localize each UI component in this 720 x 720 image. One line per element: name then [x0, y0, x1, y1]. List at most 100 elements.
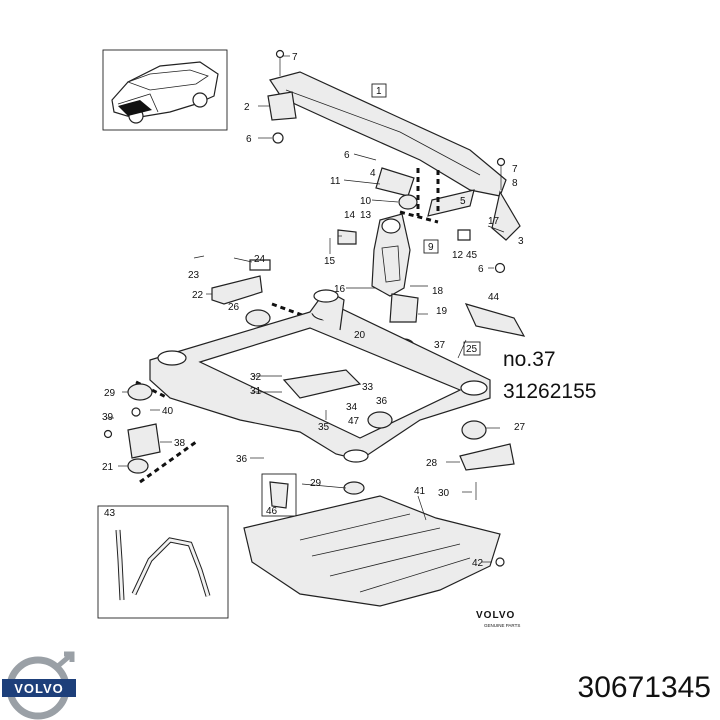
hose-43: [115, 529, 211, 601]
callout-29-left: 29: [104, 388, 116, 399]
callout-29-right: 29: [310, 478, 322, 489]
subframe-tower-top: [313, 289, 339, 303]
logo-arrow: [56, 651, 75, 668]
callout-17: 17: [488, 216, 500, 227]
callout-33: 33: [362, 382, 374, 393]
callout-13: 13: [360, 210, 372, 221]
clip-45: [457, 229, 471, 241]
callout-35: 35: [318, 422, 330, 433]
steering-link-31: [282, 369, 362, 399]
torque-rod-assembly: [337, 167, 475, 354]
logo-text: VOLVO: [14, 681, 64, 696]
callout-3: 3: [518, 236, 524, 247]
callout-45: 45: [466, 250, 478, 261]
car-hood-line: [117, 93, 159, 113]
hose-inset-frame: [97, 505, 229, 619]
car-rear-wheel: [192, 92, 208, 108]
callout-40: 40: [162, 406, 174, 417]
dash-upper-cross: [399, 210, 439, 224]
callout-25: 25: [466, 344, 478, 355]
callout-41: 41: [414, 486, 426, 497]
callout-32: 32: [250, 372, 262, 383]
callout-28: 28: [426, 458, 438, 469]
car-highlight-area: [118, 100, 152, 116]
underbody-shield-41: [243, 495, 501, 607]
callout-5: 5: [460, 196, 466, 207]
callout-6-mid: 6: [344, 150, 350, 161]
callout-36-left: 36: [236, 454, 248, 465]
bolt-head-7-right: [496, 157, 506, 167]
bracket-13: [337, 229, 357, 245]
callout-12: 12: [452, 250, 464, 261]
callout-23: 23: [188, 270, 200, 281]
bracket-28: [459, 443, 515, 471]
part-number: 30671345: [578, 671, 711, 704]
bushing-26: [245, 309, 271, 327]
nut-6-left: [272, 132, 284, 144]
link-5: [427, 189, 475, 217]
callout-7-right: 7: [512, 164, 518, 175]
leader-lines: [106, 55, 505, 563]
dash-lower-left: [135, 380, 169, 400]
callout-2: 2: [244, 102, 250, 113]
callout-1-box: [371, 83, 387, 98]
callout-22: 22: [192, 290, 204, 301]
callout-19: 19: [436, 306, 448, 317]
car-thumbnail-frame: [102, 49, 228, 131]
callout-26: 26: [228, 302, 240, 313]
bracket-46-group: [261, 473, 297, 517]
subframe-hole-left: [157, 350, 187, 366]
callout-9: 9: [428, 242, 434, 253]
bushing-10: [398, 194, 418, 210]
callout-9-box: [423, 239, 439, 254]
volvo-logo: VOLVO: [2, 651, 76, 720]
mount-21: [127, 458, 149, 474]
dash-left-mount: [271, 302, 311, 320]
note-line-2: 31262155: [503, 380, 596, 403]
callout-20: 20: [354, 330, 366, 341]
splash-shield: [243, 495, 505, 607]
arrow-to-44: [457, 339, 467, 359]
left-mounts: [103, 259, 271, 474]
bracket-19: [389, 293, 419, 323]
callout-25-box: [463, 341, 481, 356]
bracket-22: [211, 275, 263, 305]
bracket-46-frame: [261, 473, 297, 517]
callout-6-right: 6: [478, 264, 484, 275]
callout-30: 30: [438, 488, 450, 499]
bolt-39: [103, 429, 113, 439]
callout-46: 46: [266, 506, 278, 517]
hose-43-inner: [116, 529, 210, 601]
callout-38: 38: [174, 438, 186, 449]
screw-42: [495, 557, 505, 567]
bushing-27: [461, 420, 487, 440]
callout-6-left: 6: [246, 134, 252, 145]
brand-mark-name: VOLVO: [476, 610, 515, 621]
callout-44: 44: [488, 292, 500, 303]
callout-37: 37: [434, 340, 446, 351]
callout-7-left: 7: [292, 52, 298, 63]
torque-rod-rib: [381, 245, 401, 283]
callout-47: 47: [348, 416, 360, 427]
crossmember-edge: [285, 89, 481, 176]
callout-8: 8: [512, 178, 518, 189]
callout-11: 11: [330, 176, 341, 187]
mount-bracket-2: [267, 91, 297, 121]
callout-43: 43: [104, 508, 116, 519]
dash-bottom-left: [139, 440, 197, 484]
callout-24: 24: [254, 254, 266, 265]
shield-ribs: [299, 513, 471, 593]
link-4: [375, 167, 415, 197]
washer-40: [131, 407, 141, 417]
torque-rod-eye: [381, 218, 401, 234]
car-overview-thumbnail: [102, 49, 228, 131]
note-line-1: no.37: [503, 348, 556, 371]
hose-inset: [97, 505, 229, 619]
callout-27: 27: [514, 422, 526, 433]
front-subframe: [149, 289, 491, 463]
subframe-hole-right: [460, 380, 488, 396]
callout-15: 15: [324, 256, 336, 267]
callout-10: 10: [360, 196, 372, 207]
callout-36-mid: 36: [376, 396, 388, 407]
dashed-connectors: [135, 168, 440, 484]
